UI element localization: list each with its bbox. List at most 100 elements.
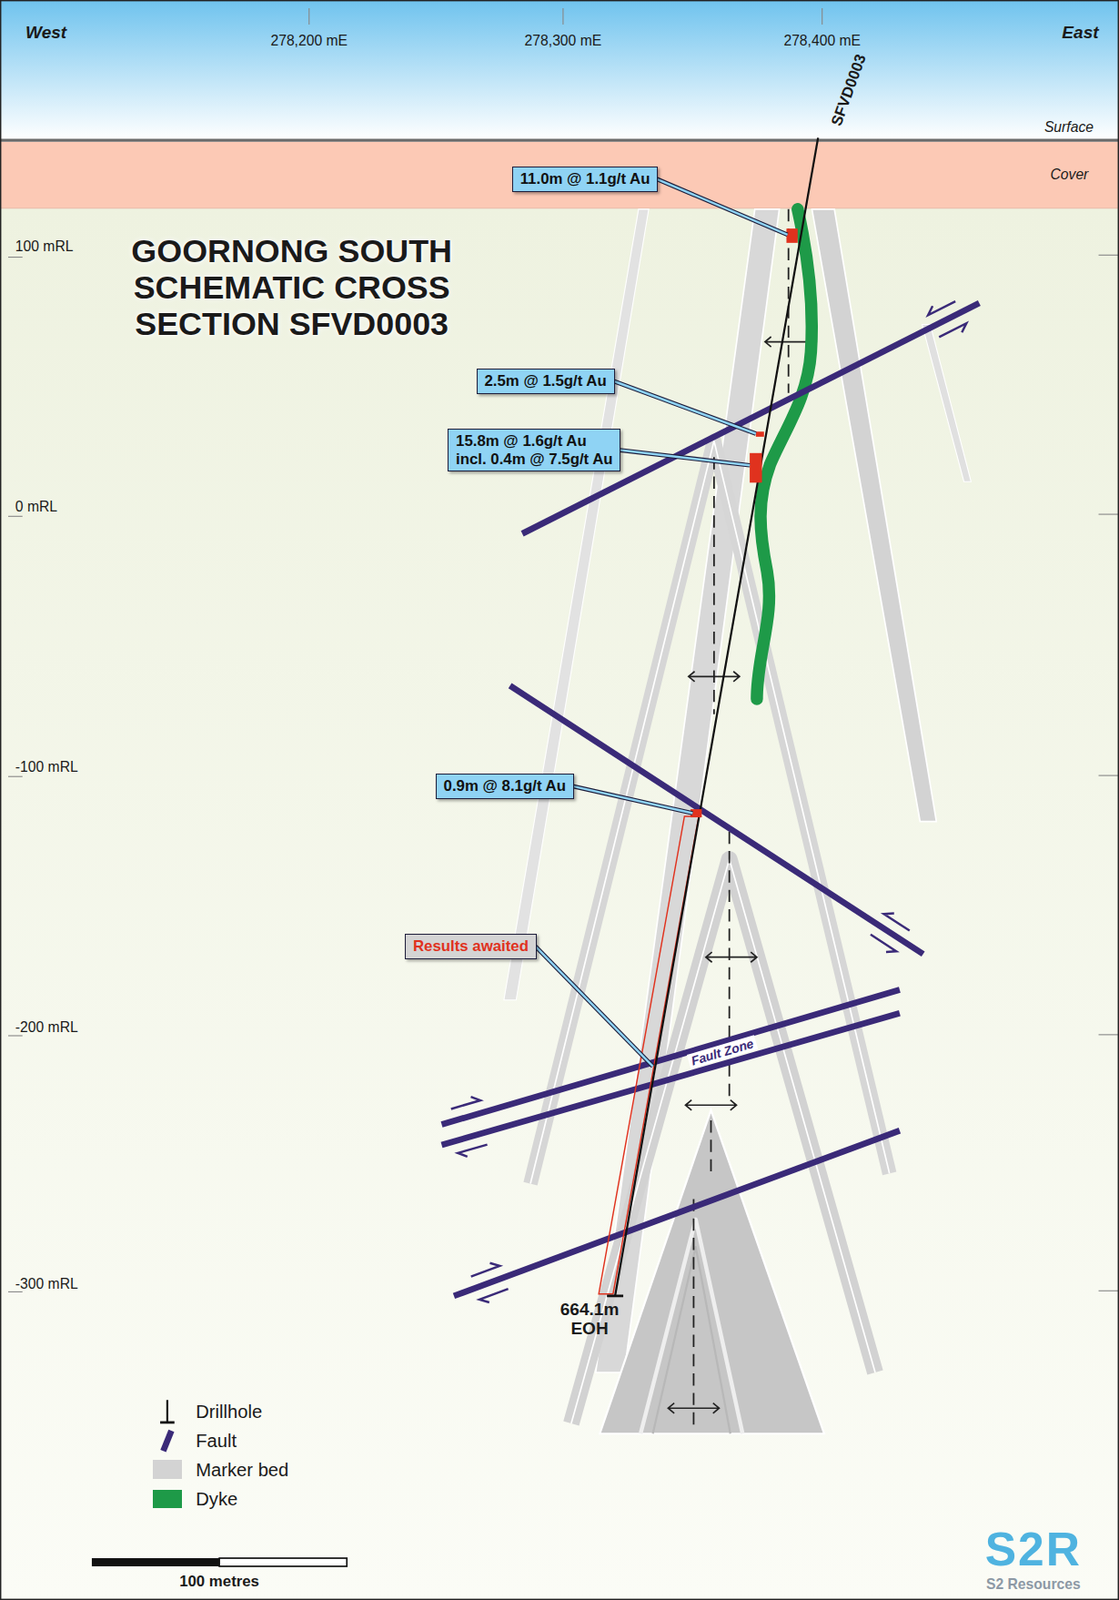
surface-label: Surface: [1044, 119, 1094, 136]
rl-label: 100 mRL: [15, 238, 74, 255]
legend-label: Dyke: [195, 1488, 238, 1510]
legend-samples: [160, 1399, 175, 1451]
fault-arrow: [884, 913, 910, 931]
callout-text: 11.0m @ 1.1g/t Au: [520, 170, 651, 188]
callout-text: Results awaited: [413, 937, 529, 955]
tick: [1098, 775, 1119, 777]
easting-label: 278,400 mE: [783, 32, 861, 50]
fault-sample: [162, 1430, 172, 1451]
cover-base: [0, 207, 1119, 209]
diagram-title: GOORNONG SOUTH SCHEMATIC CROSS SECTION S…: [119, 232, 465, 343]
dyke: [756, 209, 812, 699]
fault-arrow: [479, 1288, 509, 1302]
fault: [442, 989, 900, 1125]
tick: [821, 8, 823, 25]
fault-arrow: [927, 301, 956, 315]
intercepts: [690, 228, 798, 817]
marker-bed: [922, 324, 972, 483]
tick: [8, 776, 23, 777]
fault: [522, 302, 979, 534]
cover-label: Cover: [1050, 166, 1089, 183]
cover-band: [0, 141, 1119, 209]
scale-label: 100 metres: [179, 1572, 260, 1590]
rl-label: -300 mRL: [15, 1274, 79, 1291]
fault-arrow: [451, 1096, 481, 1109]
fault-arrow: [870, 934, 897, 952]
fault-zone-label: Fault Zone: [686, 1034, 758, 1069]
ground: [0, 208, 1119, 1600]
easting-label: 278,200 mE: [270, 32, 348, 50]
fold-symbol: [685, 1099, 736, 1110]
leader-line: [619, 450, 750, 466]
legend-label: Drillhole: [195, 1400, 263, 1422]
marker-bed: [811, 209, 937, 822]
fault: [442, 1012, 900, 1145]
leader-outline: [613, 381, 756, 434]
grid-ticks: [8, 8, 1119, 1291]
tick: [8, 515, 23, 517]
rl-label: -200 mRL: [15, 1018, 79, 1036]
axial-trace: [710, 1119, 713, 1173]
axial-trace: [713, 456, 716, 715]
intercept: [756, 431, 765, 437]
legend-label: Fault: [195, 1430, 237, 1452]
compass-label: West: [25, 22, 67, 43]
assay-callout: 2.5m @ 1.5g/t Au: [476, 368, 615, 394]
pending-interval: [598, 816, 699, 1294]
leader-line: [573, 786, 694, 814]
drillhole-sample: [166, 1399, 169, 1422]
compass-label: East: [1061, 22, 1099, 43]
tick: [8, 1290, 23, 1292]
fold-bed: [653, 1246, 731, 1433]
leader-outline: [619, 450, 750, 466]
fold-bed: [599, 1109, 825, 1433]
scale-bar: [219, 1557, 347, 1566]
drillhole-trace: [614, 137, 818, 1296]
scale-bar: [91, 1557, 220, 1566]
drillhole-name: SFVD0003: [827, 51, 870, 129]
tick: [308, 8, 310, 25]
surface-line: [0, 138, 1119, 142]
fault-arrow: [457, 1144, 487, 1157]
fault-arrow: [938, 322, 967, 337]
assay-callout: 0.9m @ 8.1g/t Au: [435, 773, 575, 799]
tick: [1098, 1290, 1119, 1291]
eoh-label: 664.1m EOH: [549, 1300, 629, 1339]
tick: [1098, 514, 1119, 515]
pending-callout: Results awaited: [404, 933, 537, 959]
leader-outline: [535, 946, 654, 1067]
easting-label: 278,300 mE: [524, 32, 603, 50]
legend-swatch: [152, 1489, 182, 1508]
assay-callout: 11.0m @ 1.1g/t Au: [512, 166, 658, 192]
tick: [1098, 1033, 1119, 1035]
fault-arrows: [451, 301, 967, 1302]
fold-symbol: [688, 671, 740, 682]
leader-line: [613, 381, 756, 434]
fold-symbol: [705, 951, 757, 962]
axial-trace: [693, 1198, 696, 1426]
fault: [510, 685, 924, 954]
callout-text: 2.5m @ 1.5g/t Au: [483, 372, 606, 390]
legend-swatch: [152, 1459, 182, 1478]
fold-symbol: [667, 1402, 719, 1413]
drillhole-sample: [160, 1421, 175, 1424]
intercept: [786, 228, 797, 243]
fold-symbols: [667, 336, 817, 1413]
assay-callout: 15.8m @ 1.6g/t Auincl. 0.4m @ 7.5g/t Au: [447, 428, 621, 472]
leader-outline: [573, 786, 694, 814]
marker-bed: [504, 209, 649, 1000]
sky: [0, 0, 1119, 141]
callout-text: incl. 0.4m @ 7.5g/t Au: [455, 450, 614, 468]
rl-label: 0 mRL: [15, 498, 58, 515]
intercept: [749, 453, 762, 484]
tick: [8, 1034, 23, 1036]
fault: [453, 1129, 900, 1296]
faults: [442, 302, 980, 1296]
callout-text: 15.8m @ 1.6g/t Au: [455, 432, 614, 450]
end-of-hole-tick: [606, 1293, 624, 1297]
tick: [8, 256, 23, 258]
fault-arrow: [471, 1262, 501, 1277]
leader-line: [656, 179, 787, 235]
